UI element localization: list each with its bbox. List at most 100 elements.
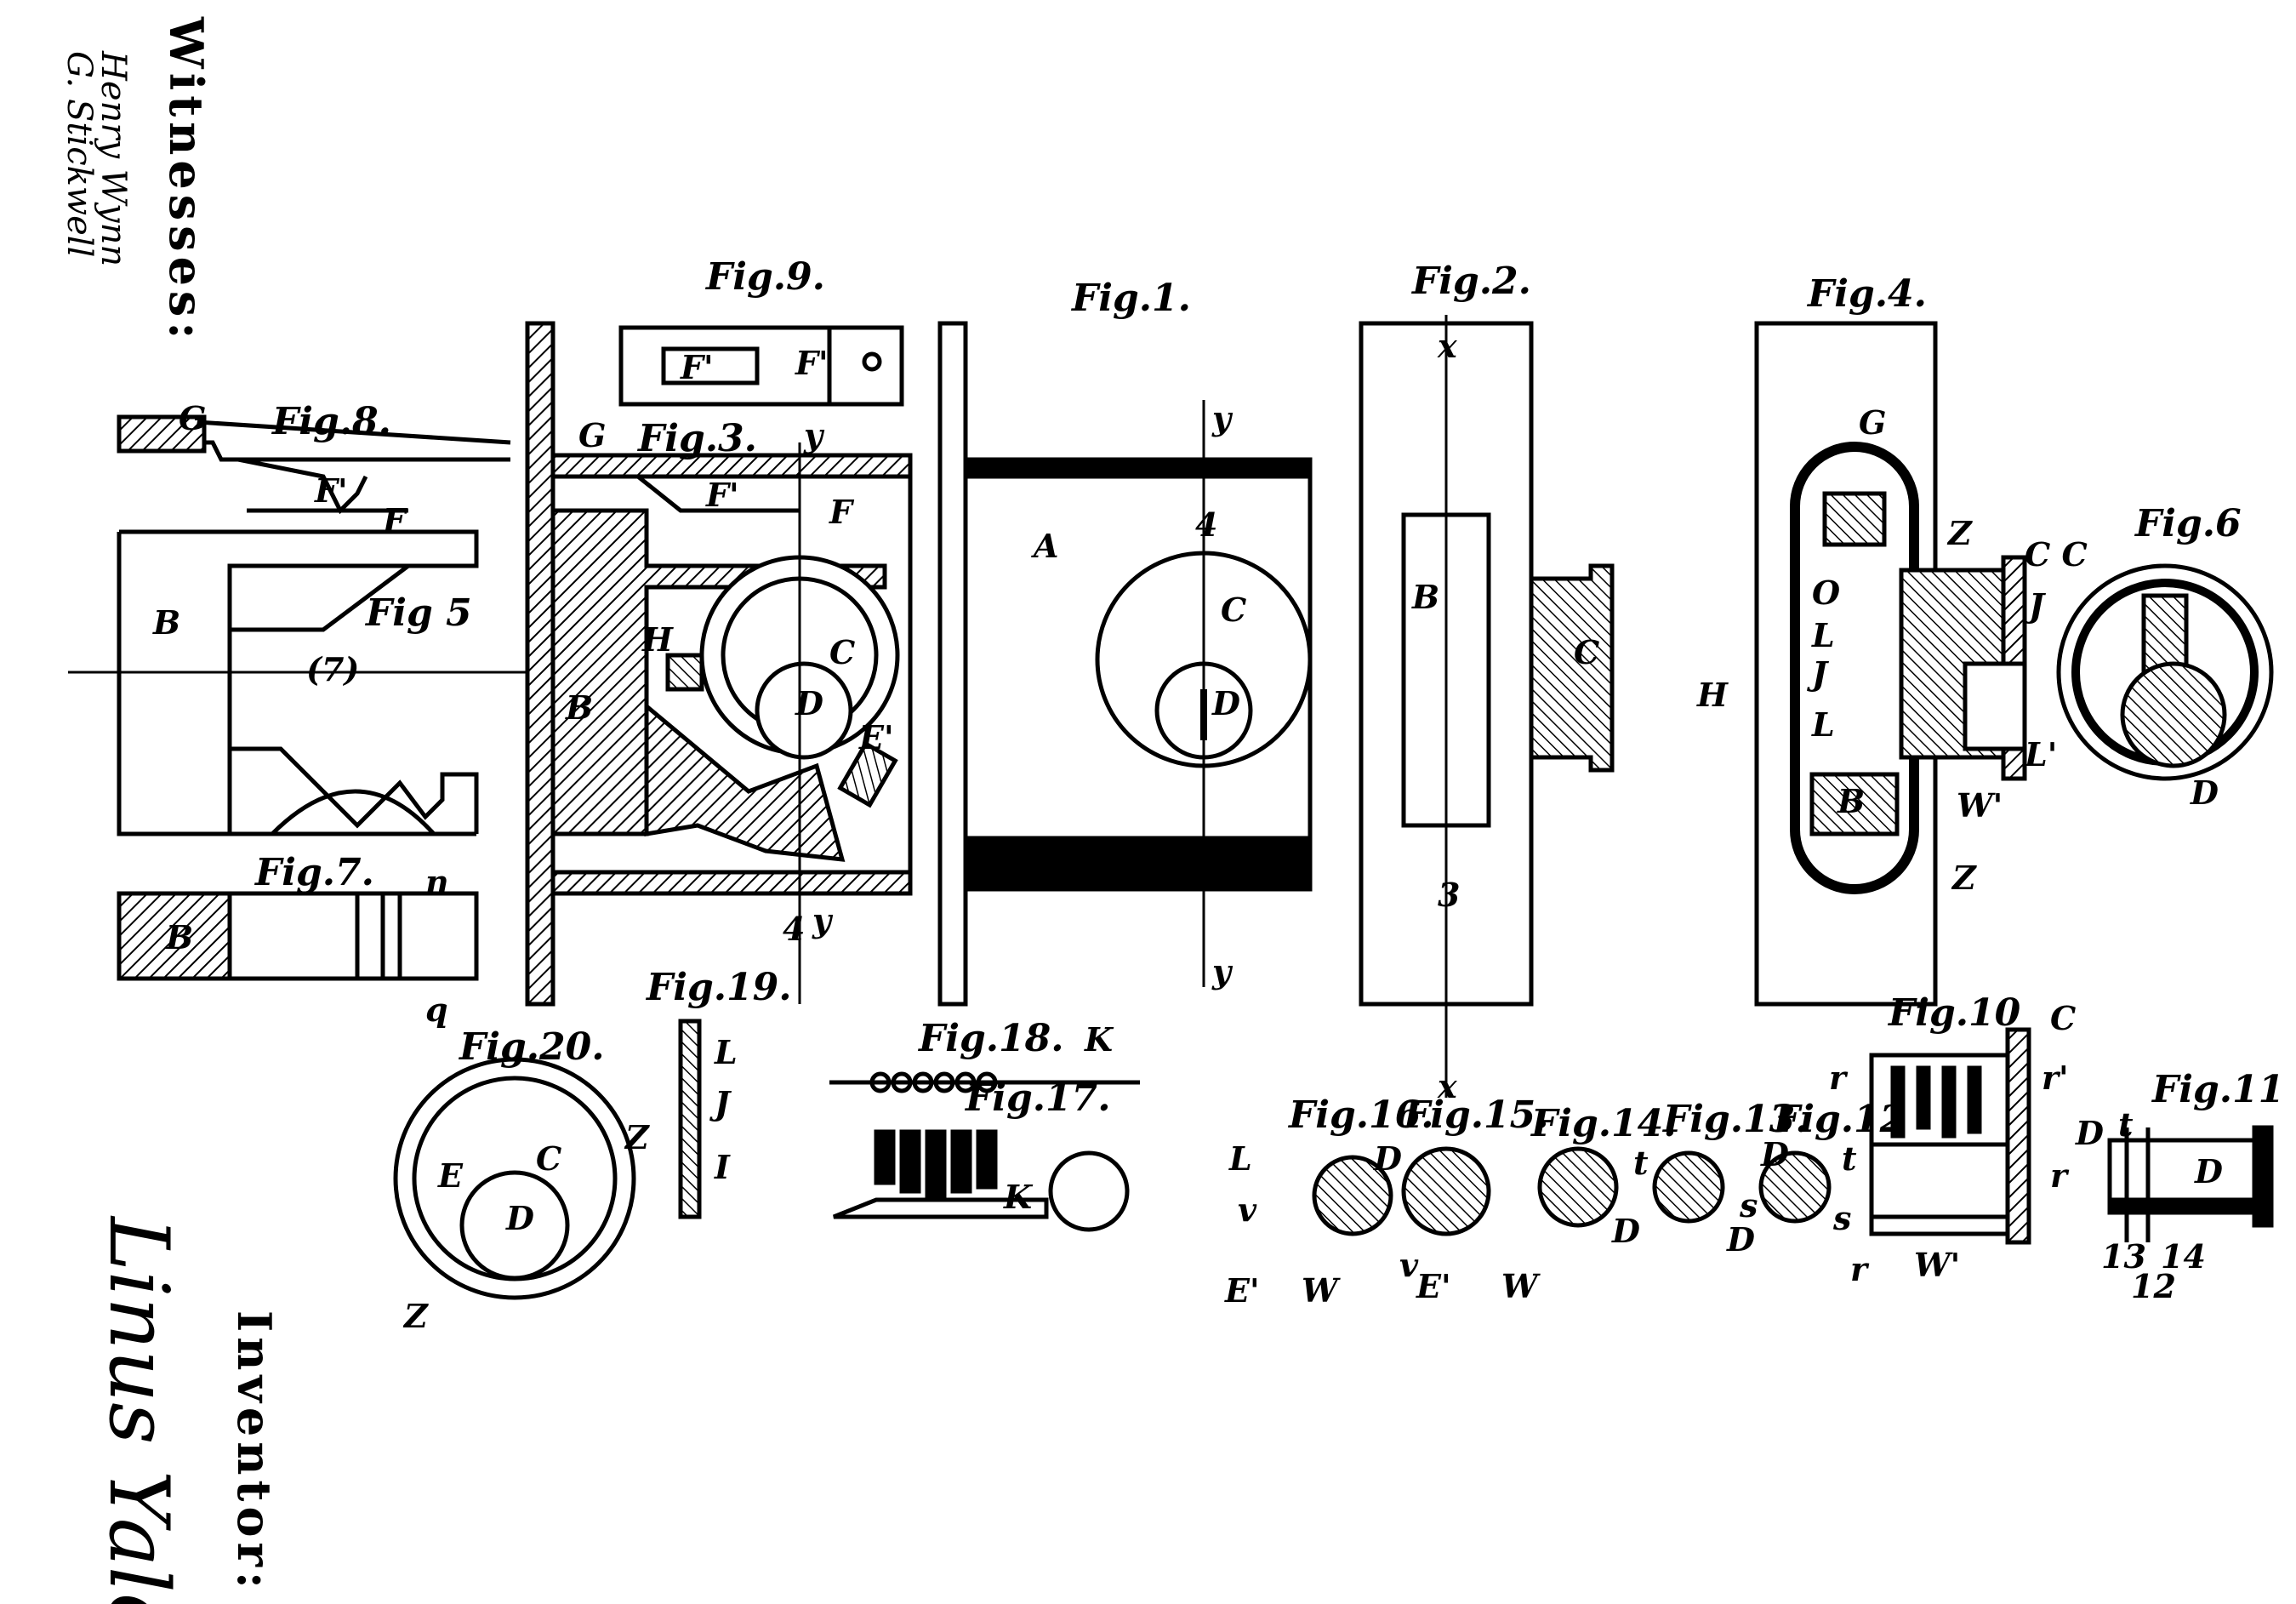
fig8-label: Fig.8. — [271, 400, 391, 443]
fig9-ref-Fprime-b: F' — [795, 344, 829, 382]
fig6-ref-D: D — [2190, 773, 2219, 812]
fig4-ref-Z-top: Z — [1946, 514, 1973, 552]
fig15-ref-v: v — [1399, 1246, 1419, 1284]
fig2-ref-B: B — [1411, 578, 1439, 616]
inventor-block: Inventor: Linus Yale — [91, 1215, 282, 1604]
inventor-heading: Inventor: — [227, 1310, 282, 1594]
fig5-label: Fig 5 — [364, 591, 472, 635]
fig20-ref-C: C — [536, 1139, 561, 1178]
fig12-ref-t: t — [1842, 1139, 1857, 1178]
fig2-ref-x-bottom: x — [1437, 1067, 1458, 1105]
figure-8-side-section — [117, 414, 511, 515]
inventor-signature: Linus Yale — [91, 1215, 186, 1604]
fig19-label: Fig.19. — [645, 966, 792, 1009]
figure-14-plug-section — [1537, 1146, 1619, 1228]
fig12-ref-D: D — [1760, 1135, 1789, 1173]
fig16-ref-L: L — [1228, 1139, 1252, 1178]
fig4-ref-Lprime: L' — [2024, 735, 2057, 773]
fig3-ref-y-bottom: y — [812, 901, 834, 939]
fig13-ref-s: s — [1739, 1186, 1758, 1224]
fig8-ref-Fprime: F' — [314, 471, 348, 510]
fig3-ref-G: G — [578, 416, 606, 454]
figure-19-pin-and-spring — [678, 1019, 702, 1219]
fig15-label: Fig.15. — [1402, 1093, 1549, 1137]
fig10-ref-r-c: r — [1850, 1250, 1870, 1288]
fig2-ref-C: C — [1574, 633, 1599, 671]
fig20-label: Fig.20. — [458, 1025, 605, 1069]
fig9-ref-Fprime-a: F' — [680, 348, 714, 386]
witness-signature-2: G. Stickwell — [60, 51, 99, 257]
fig4-ref-H: H — [1696, 676, 1729, 714]
fig11-ref-t: t — [2118, 1105, 2134, 1144]
fig10-ref-Wprime: W' — [1914, 1246, 1960, 1284]
fig11-ref-D: D — [2194, 1152, 2223, 1190]
figure-7-bolt-section — [117, 891, 479, 981]
fig3-ref-Eprime: E' — [858, 718, 894, 756]
fig10-ref-C: C — [2050, 999, 2076, 1037]
fig5-ref-B: B — [152, 603, 180, 642]
fig16-label: Fig.16. — [1287, 1093, 1434, 1137]
fig16-ref-D: D — [1373, 1139, 1402, 1178]
figure-5-bolt-profile — [68, 529, 527, 836]
fig16-ref-W: W — [1302, 1271, 1341, 1310]
fig1-label: Fig.1. — [1070, 277, 1191, 320]
figure-12-plug-section — [1758, 1150, 1832, 1224]
fig4-ref-G: G — [1859, 403, 1886, 442]
fig3-ref-4: 4 — [783, 910, 805, 948]
witness-signature-1: Henry Wynn — [94, 50, 133, 266]
fig1-ref-y-bottom: y — [1211, 952, 1233, 990]
fig5-ref-7: (7) — [306, 650, 359, 688]
fig13-label: Fig.13. — [1661, 1098, 1809, 1141]
figure-2-side-elevation — [1359, 315, 1615, 1098]
fig3-label: Fig.3. — [636, 417, 757, 460]
figure-18-tumbler-arrangement — [829, 1071, 1140, 1093]
figure-16-plug-section — [1312, 1155, 1393, 1236]
fig19-ref-I: I — [714, 1148, 731, 1186]
fig4-ref-Z-bottom: Z — [1951, 859, 1977, 897]
fig11-label: Fig.11 — [2151, 1068, 2284, 1111]
fig1-ref-D: D — [1211, 684, 1240, 722]
figure-11-plug — [2107, 1125, 2274, 1242]
witnesses-heading: Witnesses: — [159, 16, 214, 344]
fig4-ref-CC: C C — [2025, 535, 2088, 574]
fig1-ref-A: A — [1031, 527, 1058, 565]
fig7-ref-q: q — [425, 990, 448, 1029]
fig20-ref-Z-bottom: Z — [402, 1297, 429, 1335]
fig7-label: Fig.7. — [254, 851, 374, 894]
fig15-ref-Eprime: E' — [1416, 1267, 1451, 1305]
witnesses-block: Witnesses: Henry Wynn G. Stickwell — [60, 16, 214, 344]
fig3-ref-B: B — [565, 688, 593, 727]
fig20-ref-E: E — [437, 1156, 464, 1195]
fig14-label: Fig.14. — [1530, 1102, 1677, 1145]
fig10-label: Fig.10 — [1887, 991, 2021, 1035]
fig13-ref-t: t — [1633, 1144, 1649, 1182]
figure-13-plug-section — [1652, 1150, 1725, 1224]
fig10-ref-r-b: r — [2050, 1156, 2070, 1195]
fig14-ref-D: D — [1611, 1212, 1640, 1250]
fig1-ref-4: 4 — [1195, 505, 1217, 544]
fig1-ref-C: C — [1221, 591, 1246, 629]
fig3-ref-D: D — [795, 684, 823, 722]
fig7-ref-B: B — [165, 918, 193, 956]
figure-15-plug-section — [1401, 1146, 1491, 1236]
fig4-ref-J-a: J — [2024, 586, 2047, 625]
fig19-ref-L: L — [714, 1033, 738, 1071]
fig2-ref-3: 3 — [1438, 876, 1460, 914]
fig3-ref-C: C — [829, 633, 855, 671]
figure-9-catch-plate — [618, 325, 904, 407]
fig18-label: Fig.18. — [917, 1017, 1064, 1060]
fig3-ref-H: H — [641, 620, 674, 659]
figure-10-cylinder-assembly — [1869, 1027, 2031, 1245]
figure-4-cylinder-section — [1754, 321, 2027, 1007]
fig16-ref-Eprime: E' — [1224, 1271, 1260, 1310]
fig20-ref-Z-top: Z — [624, 1118, 650, 1156]
fig20-ref-D: D — [505, 1199, 534, 1237]
fig17-label: Fig.17. — [964, 1076, 1111, 1120]
fig7-ref-n: n — [425, 863, 449, 901]
figure-3-lock-case-section — [525, 321, 913, 1007]
fig11-ref-14: 14 — [2161, 1237, 2206, 1276]
fig10-ref-D: D — [2075, 1114, 2104, 1152]
fig6-label: Fig.6 — [2134, 502, 2242, 545]
fig3-ref-y-top: y — [803, 416, 825, 454]
